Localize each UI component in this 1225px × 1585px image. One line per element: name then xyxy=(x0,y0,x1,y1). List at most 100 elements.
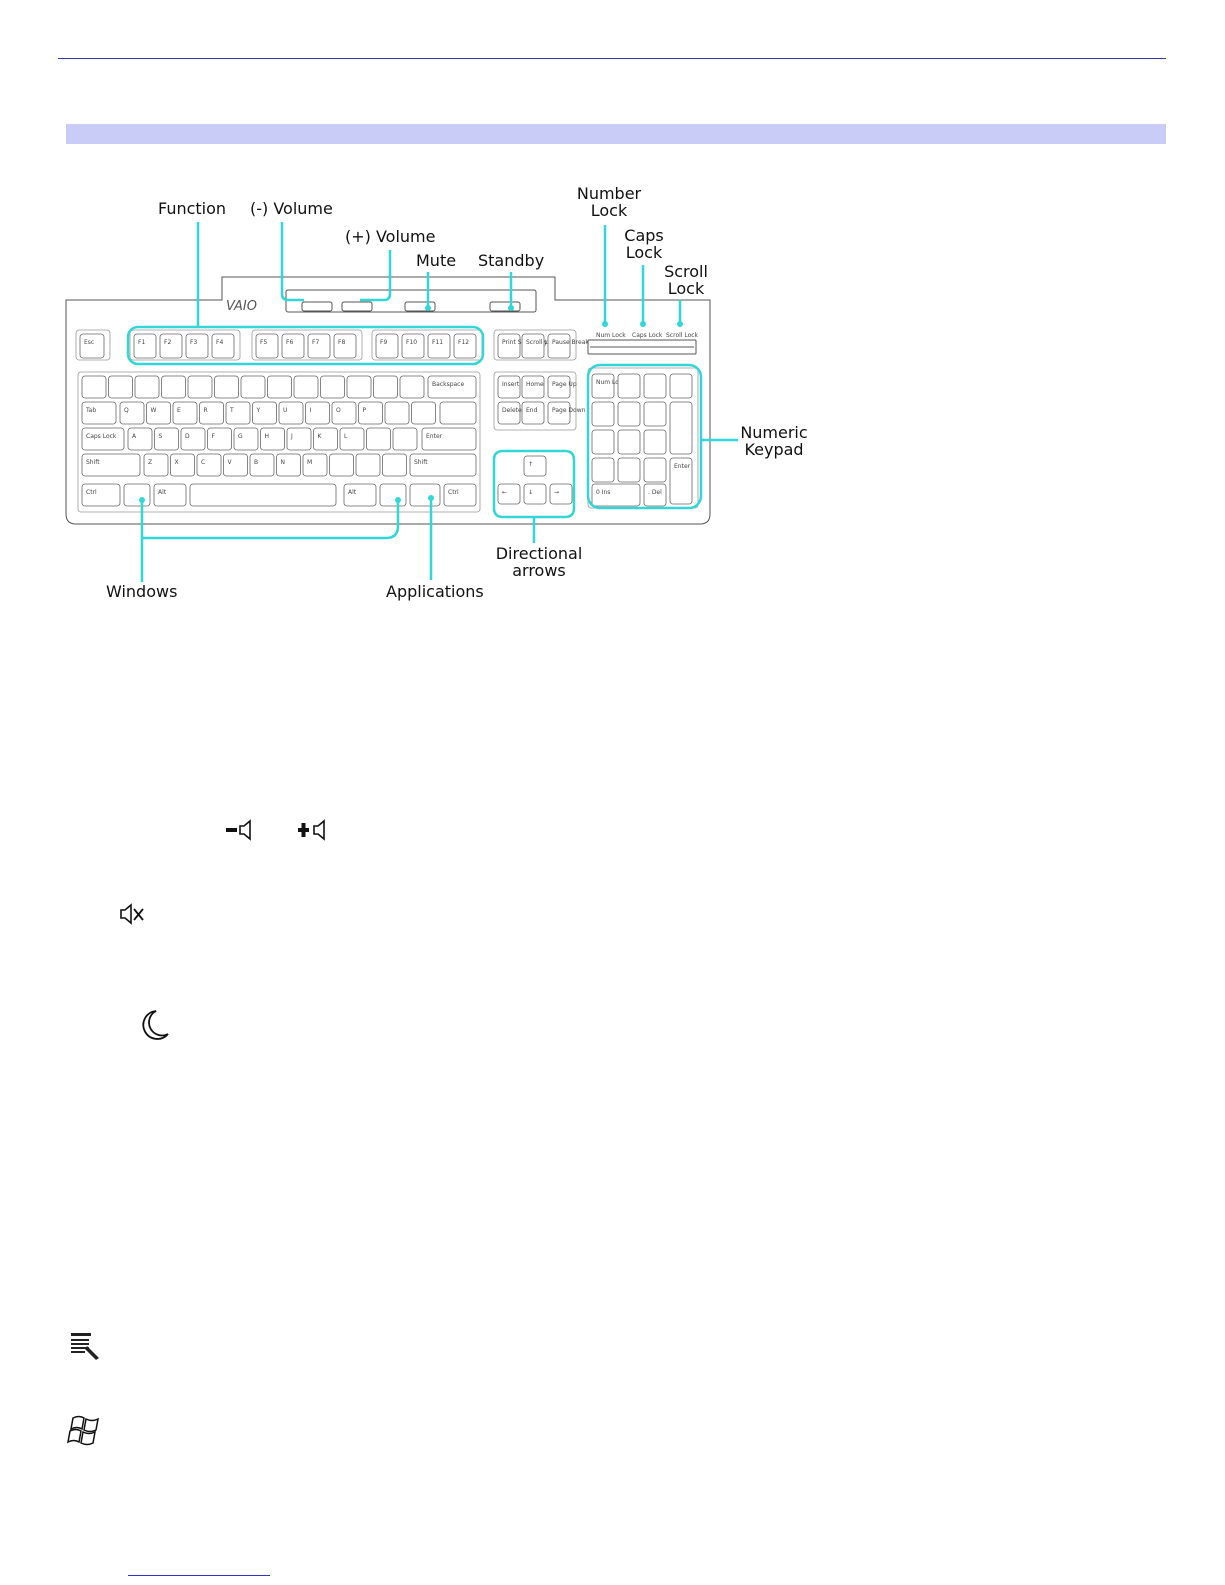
key-label: Shift xyxy=(414,459,428,466)
volume-down-icon xyxy=(226,819,251,841)
key-label: F7 xyxy=(312,339,319,346)
section-heading-bar xyxy=(66,124,1166,144)
key-letter xyxy=(384,401,410,425)
key-nav xyxy=(547,401,571,425)
key-backspace xyxy=(427,375,477,399)
key-shift-left xyxy=(81,453,141,477)
key-tab xyxy=(81,401,117,425)
key-numpad xyxy=(617,429,641,455)
key-numpad xyxy=(643,429,667,455)
key-group-frame xyxy=(251,329,363,361)
key-letter xyxy=(313,427,338,451)
key-label: O xyxy=(336,407,341,414)
key-label: F4 xyxy=(216,339,223,346)
vol-down-button xyxy=(301,301,333,312)
key-label: N xyxy=(281,459,286,466)
svg-text:Caps Lock: Caps Lock xyxy=(632,332,663,339)
key-group-frame xyxy=(493,371,577,431)
key-function xyxy=(159,333,183,359)
standby-moon-icon xyxy=(142,1010,169,1040)
key-function xyxy=(333,333,357,359)
key-number xyxy=(267,375,292,399)
key-label: 0 Ins xyxy=(596,489,610,496)
key-label: Enter xyxy=(674,463,691,470)
key-letter xyxy=(392,427,418,451)
key-letter xyxy=(358,401,383,425)
callout-function: Function xyxy=(158,199,227,218)
key-letter xyxy=(207,427,232,451)
key-label: Home xyxy=(526,381,544,388)
key-space xyxy=(189,483,337,507)
key-label: K xyxy=(318,433,323,440)
key-ctrl-left xyxy=(81,483,121,507)
key-letter xyxy=(146,401,171,425)
key-label: Pause Break xyxy=(552,339,589,346)
key-label: Q xyxy=(124,407,129,414)
key-label: F9 xyxy=(380,339,387,346)
key-numpad xyxy=(643,457,667,483)
key-label: F5 xyxy=(260,339,267,346)
key-number xyxy=(320,375,345,399)
key-backslash xyxy=(439,401,477,425)
key-label: E xyxy=(177,407,181,414)
key-label: → xyxy=(554,489,559,496)
key-windows-left xyxy=(123,483,151,507)
key-letter xyxy=(127,427,153,451)
callout-applications: Applications xyxy=(386,582,484,601)
key-number xyxy=(346,375,372,399)
key-label: Num Lock xyxy=(596,379,626,386)
key-letter xyxy=(366,427,391,451)
key-shift-right xyxy=(409,453,477,477)
key-label: X xyxy=(175,459,179,466)
key-nav-top xyxy=(497,333,521,359)
key-label: P xyxy=(363,407,367,414)
key-numlock xyxy=(591,373,615,399)
key-number xyxy=(399,375,425,399)
key-label: C xyxy=(201,459,205,466)
key-label: U xyxy=(283,407,287,414)
key-label: J xyxy=(290,433,293,440)
key-label: Alt xyxy=(348,489,357,496)
key-label: F2 xyxy=(164,339,171,346)
key-number xyxy=(214,375,239,399)
key-label: F1 xyxy=(138,339,145,346)
key-label: Y xyxy=(256,407,261,414)
key-label: Page Down xyxy=(552,407,586,414)
key-label: Ctrl xyxy=(448,489,459,496)
key-numpad xyxy=(669,373,693,399)
key-arrow-down xyxy=(523,483,547,505)
key-numpad xyxy=(643,373,667,399)
key-arrow-right xyxy=(549,483,573,505)
key-label: M xyxy=(307,459,312,466)
key-function xyxy=(375,333,399,359)
key-label: F6 xyxy=(286,339,293,346)
callout-standby: Standby xyxy=(478,251,545,270)
key-ctrl-right xyxy=(443,483,477,507)
key-letter xyxy=(223,453,248,477)
key-nav-top xyxy=(547,333,571,359)
key-arrow-left xyxy=(497,483,521,505)
key-caps xyxy=(81,427,125,451)
key-letter xyxy=(172,401,198,425)
key-numpad xyxy=(643,401,667,427)
key-letter xyxy=(225,401,251,425)
key-letter xyxy=(302,453,328,477)
key-label: Alt xyxy=(158,489,167,496)
arrow-keys-highlight xyxy=(492,449,576,519)
key-number xyxy=(240,375,266,399)
key-label: ↑ xyxy=(528,461,533,468)
key-number xyxy=(187,375,213,399)
volume-up-icon xyxy=(298,819,325,841)
key-label: R xyxy=(204,407,208,414)
key-function xyxy=(427,333,451,359)
key-label: W xyxy=(151,407,157,414)
key-function xyxy=(211,333,235,359)
key-arrow-up xyxy=(523,455,547,477)
key-letter xyxy=(119,401,145,425)
key-numpad xyxy=(591,457,615,483)
key-label: A xyxy=(132,433,137,440)
key-label: Page Up xyxy=(552,381,577,388)
key-number xyxy=(161,375,186,399)
key-windows-right xyxy=(379,483,407,507)
key-group-frame xyxy=(129,329,241,361)
